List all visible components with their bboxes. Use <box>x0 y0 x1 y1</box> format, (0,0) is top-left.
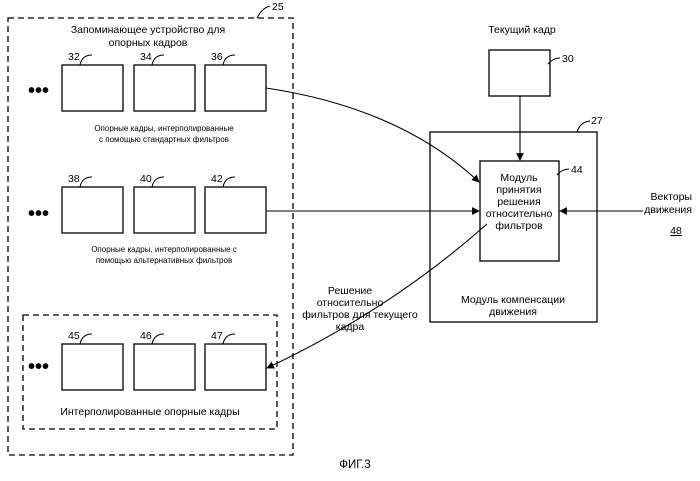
row1-ellipsis: ••• <box>28 80 49 102</box>
current-frame-label: Текущий кадр <box>488 24 556 36</box>
decision-line5: фильтров <box>495 220 543 232</box>
row3-caption: Интерполированные опорные кадры <box>60 406 239 418</box>
mc-label-line1: Модуль компенсации <box>461 294 565 306</box>
ref-34: 34 <box>140 51 152 63</box>
decision-line2: принятия <box>496 184 541 196</box>
storage-title-line1: Запоминающее устройство для <box>71 24 225 36</box>
mc-ref: 27 <box>591 115 603 127</box>
decision-ref: 44 <box>571 164 583 176</box>
frame-box-32 <box>62 65 123 111</box>
ref-36: 36 <box>211 51 223 63</box>
filter-decision-line3: фильтров для текущего <box>302 309 418 321</box>
frame-box-38 <box>62 187 123 233</box>
filter-decision-line4: кадра <box>336 321 365 333</box>
mc-ref-leader <box>577 121 590 132</box>
ref-leader-40 <box>152 177 164 187</box>
row3-ellipsis: ••• <box>28 356 49 378</box>
figure-caption: ФИГ.3 <box>339 459 370 471</box>
ref-42: 42 <box>211 173 223 185</box>
ref-45: 45 <box>68 330 80 342</box>
filter-decision-line1: Решение <box>328 285 372 297</box>
motion-vectors-line1: Векторы <box>651 191 692 203</box>
frame-box-47 <box>205 344 266 390</box>
ref-32: 32 <box>68 51 80 63</box>
mc-label-line2: движения <box>489 306 537 318</box>
row2-caption-line1: Опорные кадры, интерполированные с <box>91 245 237 254</box>
storage-ref: 25 <box>272 1 284 13</box>
ref-40: 40 <box>140 173 152 185</box>
current-frame-box <box>489 50 550 96</box>
row2-caption-line2: помощью альтернативных фильтров <box>96 256 232 265</box>
decision-line1: Модуль <box>500 172 538 184</box>
frame-box-45 <box>62 344 123 390</box>
current-frame-ref: 30 <box>562 53 574 65</box>
ref-leader-46 <box>152 334 164 344</box>
ref-leader-38 <box>80 177 92 187</box>
ref-leader-45 <box>80 334 92 344</box>
frame-box-40 <box>134 187 195 233</box>
ref-leader-34 <box>152 55 164 65</box>
storage-title-line2: опорных кадров <box>109 37 188 49</box>
ref-38: 38 <box>68 173 80 185</box>
decision-line4: относительно <box>486 208 553 220</box>
storage-ref-leader <box>257 6 270 18</box>
filter-decision-line2: относительно <box>317 297 384 309</box>
ref-leader-42 <box>223 177 235 187</box>
ref-47: 47 <box>211 330 223 342</box>
ref-leader-36 <box>223 55 235 65</box>
row1-caption-line2: с помощью стандартных фильтров <box>99 135 229 144</box>
frame-box-46 <box>134 344 195 390</box>
frame-box-34 <box>134 65 195 111</box>
row2-ellipsis: ••• <box>28 203 49 225</box>
ref-46: 46 <box>140 330 152 342</box>
ref-leader-32 <box>80 55 92 65</box>
frame-box-42 <box>205 187 266 233</box>
row1-caption-line1: Опорные кадры, интерполированные <box>94 124 234 133</box>
frame-box-36 <box>205 65 266 111</box>
decision-line3: решения <box>497 196 540 208</box>
ref-leader-47 <box>223 334 235 344</box>
motion-vectors-ref: 48 <box>670 225 682 237</box>
motion-vectors-line2: движения <box>644 204 692 216</box>
